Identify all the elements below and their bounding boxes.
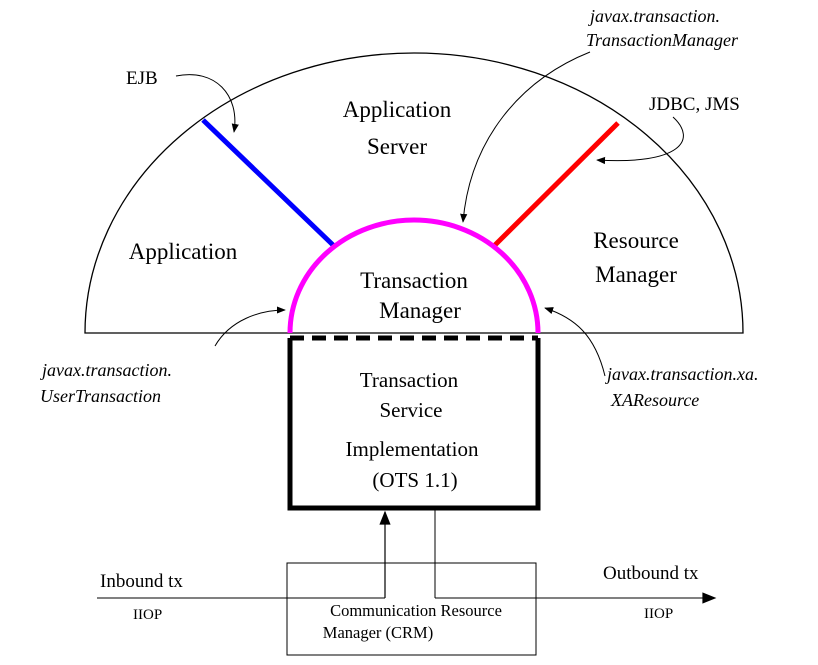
crm-label-1: Communication Resource: [330, 601, 502, 620]
user-transaction-api-label-2: UserTransaction: [40, 386, 161, 406]
user-transaction-api-label-1: javax.transaction.: [40, 360, 172, 380]
transaction-manager-label-2: Manager: [379, 298, 461, 323]
tsi-label-4: (OTS 1.1): [372, 468, 457, 492]
application-server-dome: [84, 52, 744, 334]
application-server-title-1: Application: [343, 97, 452, 122]
crm-label-2: Manager (CRM): [323, 623, 433, 642]
tsi-label-2: Service: [380, 398, 443, 422]
outbound-tx-label: Outbound tx: [603, 563, 699, 584]
transaction-manager-api-label-1: javax.transaction.: [588, 6, 720, 26]
iiop-right-label: IIOP: [644, 606, 673, 622]
xa-resource-arrow: [544, 307, 606, 377]
application-server-title-2: Server: [367, 134, 427, 159]
tsi-label-1: Transaction: [360, 368, 459, 392]
iiop-left-label: IIOP: [133, 607, 162, 623]
application-label: Application: [129, 239, 238, 264]
ejb-pointer-arrow: [175, 74, 239, 133]
jdbc-jms-label: JDBC, JMS: [649, 94, 740, 115]
xa-resource-api-label-2: XAResource: [610, 390, 699, 410]
transaction-manager-api-arrow: [460, 51, 591, 223]
tsi-label-3: Implementation: [346, 437, 479, 461]
ejb-label: EJB: [126, 68, 158, 89]
xa-resource-api-label-1: javax.transaction.xa.: [605, 364, 758, 384]
jdbc-jms-pointer-arrow: [596, 116, 684, 165]
inbound-tx-label: Inbound tx: [100, 571, 183, 592]
tsi-box-outline: [287, 338, 541, 511]
crm-box: [286, 562, 537, 656]
transaction-manager-label-1: Transaction: [360, 268, 468, 293]
ejb-connector-line: [201, 118, 335, 247]
transaction-manager-api-label-2: TransactionManager: [586, 30, 739, 50]
jdbc-jms-connector-line: [493, 121, 620, 247]
resource-manager-label-2: Manager: [595, 262, 677, 287]
resource-manager-label-1: Resource: [593, 228, 679, 253]
transaction-manager-arc: [287, 217, 541, 334]
user-transaction-arrow: [214, 306, 286, 347]
